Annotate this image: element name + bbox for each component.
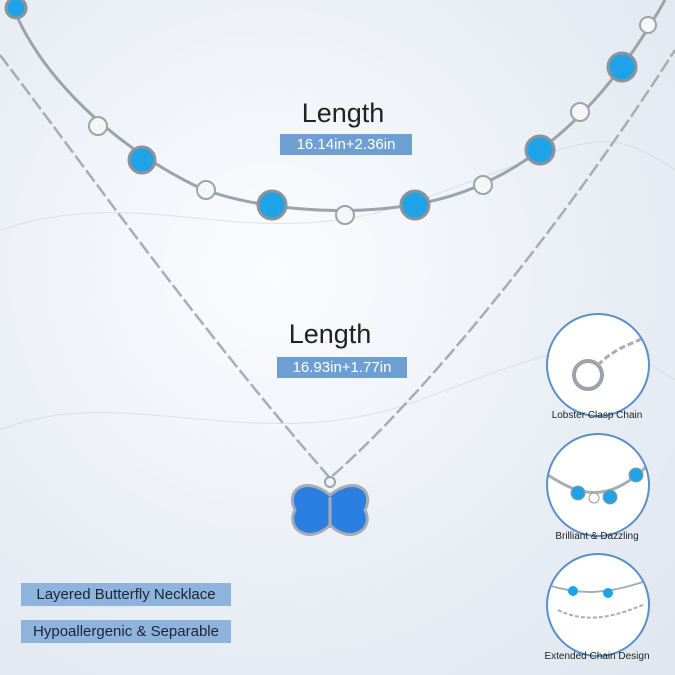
bottom-length-size: 16.93in+1.77in	[277, 357, 407, 378]
gem-detail-image	[546, 433, 650, 537]
detail-label-brilliant: Brilliant & Dazzling	[555, 531, 639, 542]
detail-label-clasp: Lobster Clasp Chain	[551, 410, 643, 421]
lower-chain	[0, 49, 675, 480]
feature-hypoallergenic: Hypoallergenic & Separable	[21, 620, 231, 643]
top-length-size: 16.14in+2.36in	[280, 134, 412, 155]
bottom-length-title: Length	[288, 319, 372, 349]
top-length-title: Length	[301, 98, 385, 128]
extender-detail-image	[546, 553, 650, 657]
butterfly-pendant	[291, 476, 369, 536]
blue-gems	[4, 0, 638, 221]
lobster-clasp-detail-image	[546, 313, 650, 417]
detail-label-extender: Extended Chain Design	[544, 651, 650, 662]
feature-layered: Layered Butterfly Necklace	[21, 583, 231, 606]
clear-gems	[88, 16, 657, 225]
